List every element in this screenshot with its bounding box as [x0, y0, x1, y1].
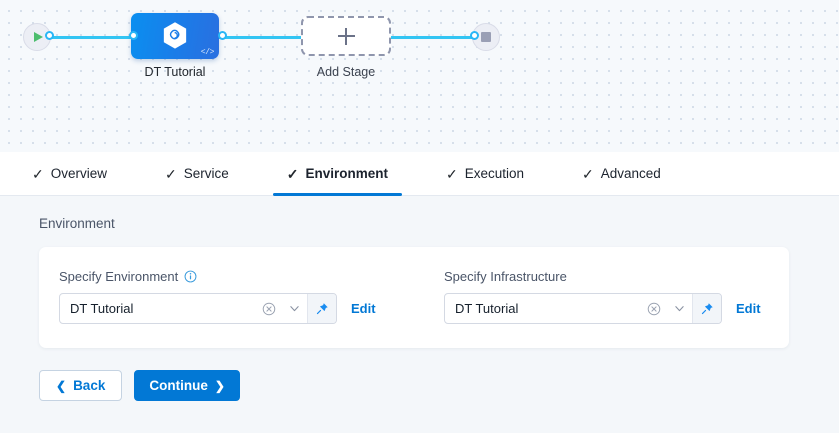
- specify-infrastructure-row: DT Tutorial: [444, 293, 789, 324]
- info-icon[interactable]: [184, 270, 197, 283]
- tab-execution[interactable]: ✓ Execution: [432, 152, 538, 195]
- tab-advanced[interactable]: ✓ Advanced: [568, 152, 675, 195]
- environment-card: Specify Environment DT Tutorial: [39, 247, 789, 348]
- chevron-down-icon[interactable]: [666, 294, 692, 323]
- add-stage-label: Add Stage: [316, 65, 376, 79]
- field-label-text: Specify Environment: [59, 269, 179, 284]
- specify-environment-row: DT Tutorial: [59, 293, 424, 324]
- connector-line-stage-to-add: [215, 36, 351, 39]
- tab-overview[interactable]: ✓ Overview: [18, 152, 121, 195]
- chevron-down-icon[interactable]: [281, 294, 307, 323]
- check-icon: ✓: [32, 165, 44, 182]
- wizard-footer: ❮ Back Continue ❯: [39, 370, 839, 401]
- stage-node-label: DT Tutorial: [144, 65, 206, 79]
- tab-label: Overview: [50, 166, 107, 181]
- stage-node-dt-tutorial[interactable]: </>: [131, 13, 219, 59]
- back-button-label: Back: [73, 378, 106, 393]
- port-end-in[interactable]: [470, 31, 479, 40]
- port-start-out[interactable]: [45, 31, 54, 40]
- code-badge-icon: </>: [200, 48, 215, 57]
- tab-label: Service: [183, 166, 229, 181]
- environment-select[interactable]: DT Tutorial: [59, 293, 337, 324]
- check-icon: ✓: [165, 165, 177, 182]
- add-stage-button[interactable]: [301, 16, 391, 56]
- connector-line-start-to-stage: [40, 36, 172, 39]
- tab-label: Execution: [464, 166, 525, 181]
- continue-button-label: Continue: [149, 378, 208, 393]
- continue-button[interactable]: Continue ❯: [134, 370, 240, 401]
- edit-environment-link[interactable]: Edit: [351, 301, 376, 316]
- field-label-text: Specify Infrastructure: [444, 269, 567, 284]
- specify-infrastructure-block: Specify Infrastructure DT Tutorial: [424, 269, 789, 324]
- hexagon-link-icon: [163, 22, 187, 49]
- chevron-right-icon: ❯: [214, 378, 225, 393]
- back-button[interactable]: ❮ Back: [39, 370, 123, 401]
- pin-icon[interactable]: [692, 294, 721, 323]
- tab-environment[interactable]: ✓ Environment: [272, 152, 403, 196]
- specify-environment-block: Specify Environment DT Tutorial: [39, 269, 424, 324]
- tab-label: Advanced: [600, 166, 661, 181]
- port-stage-out[interactable]: [218, 31, 227, 40]
- edit-infrastructure-link[interactable]: Edit: [736, 301, 761, 316]
- stop-icon: [481, 32, 491, 42]
- check-icon: ✓: [286, 165, 299, 182]
- plus-icon: [337, 27, 355, 45]
- specify-environment-label: Specify Environment: [59, 269, 424, 284]
- play-icon: [34, 32, 43, 42]
- connector-line-add-to-end: [385, 36, 481, 39]
- section-title: Environment: [39, 216, 115, 231]
- environment-value[interactable]: DT Tutorial: [70, 301, 134, 316]
- tab-label: Environment: [305, 166, 388, 181]
- clear-circle-icon[interactable]: [642, 294, 666, 323]
- port-stage-in[interactable]: [129, 31, 138, 40]
- specify-infrastructure-label: Specify Infrastructure: [444, 269, 789, 284]
- pin-icon[interactable]: [307, 294, 336, 323]
- environment-panel: Environment Specify Environment DT Tutor…: [0, 196, 839, 433]
- pipeline-canvas[interactable]: </> DT Tutorial Add Stage: [0, 0, 839, 152]
- infrastructure-select[interactable]: DT Tutorial: [444, 293, 722, 324]
- stage-tabs: ✓ Overview ✓ Service ✓ Environment ✓ Exe…: [0, 152, 839, 196]
- chevron-left-icon: ❮: [56, 378, 67, 393]
- tab-service[interactable]: ✓ Service: [151, 152, 243, 195]
- check-icon: ✓: [446, 165, 458, 182]
- check-icon: ✓: [582, 165, 594, 182]
- infrastructure-value[interactable]: DT Tutorial: [455, 301, 519, 316]
- clear-circle-icon[interactable]: [257, 294, 281, 323]
